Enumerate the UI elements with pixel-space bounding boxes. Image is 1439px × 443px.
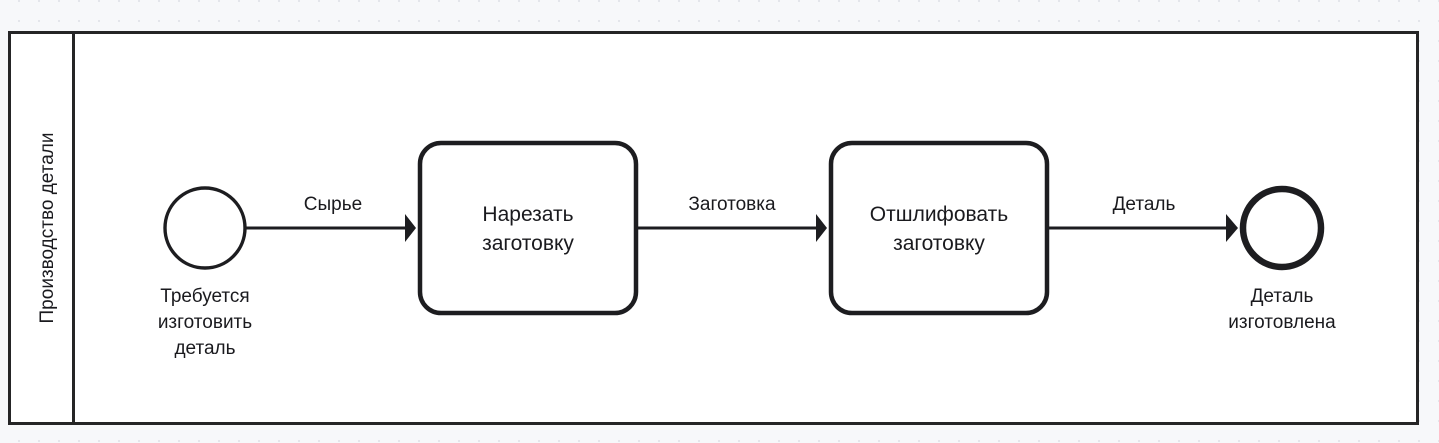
start-event-label-line-3: деталь <box>174 338 235 359</box>
start-event-label: Требуется изготовить деталь <box>158 286 252 359</box>
flow-arrowhead-raw-material <box>405 214 416 242</box>
task-cut-blank-label-line-1: Нарезать <box>482 203 573 226</box>
flow-label-part: Деталь <box>1113 194 1176 215</box>
task-cut-blank[interactable]: Нарезать заготовку <box>417 140 639 316</box>
lane-title: Производство детали <box>37 133 58 324</box>
task-cut-blank-shape[interactable] <box>417 140 639 316</box>
flow-label-raw-material: Сырье <box>304 194 362 215</box>
end-event-label-line-1: Деталь <box>1251 286 1314 307</box>
flow-arrowhead-blank <box>816 214 827 242</box>
lane-title-label: Производство детали <box>37 133 58 324</box>
end-event-label-line-2: изготовлена <box>1228 312 1336 333</box>
task-grind-blank-label-line-1: Отшлифовать <box>870 203 1008 226</box>
flow-arrowhead-part <box>1226 214 1238 242</box>
start-event-circle[interactable] <box>163 186 247 270</box>
sequence-flow-blank[interactable]: Заготовка <box>637 194 827 242</box>
task-grind-blank-label-line-2: заготовку <box>893 232 985 255</box>
task-cut-blank-label-line-2: заготовку <box>482 232 574 255</box>
end-event-label: Деталь изготовлена <box>1228 286 1336 333</box>
start-event-label-line-2: изготовить <box>158 312 252 333</box>
sequence-flow-raw-material[interactable]: Сырье <box>246 194 416 242</box>
start-event-label-line-1: Требуется <box>160 286 249 307</box>
end-event-circle[interactable] <box>1239 185 1325 271</box>
task-grind-blank[interactable]: Отшлифовать заготовку <box>828 140 1050 316</box>
sequence-flow-part[interactable]: Деталь <box>1048 194 1238 242</box>
task-grind-blank-shape[interactable] <box>828 140 1050 316</box>
flow-label-blank: Заготовка <box>688 194 776 215</box>
